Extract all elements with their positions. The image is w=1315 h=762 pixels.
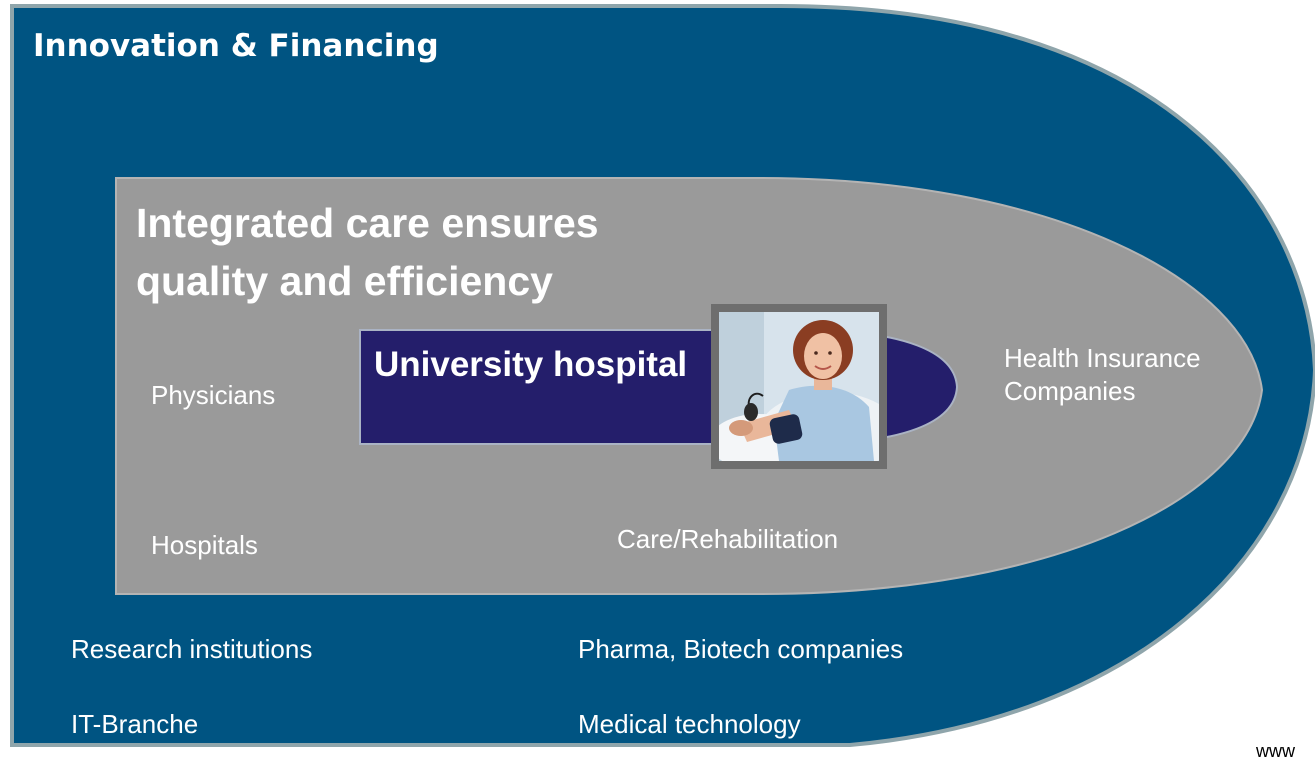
outer-item-medical-technology: Medical technology: [578, 709, 801, 739]
inner-item-health-insurance: Health Insurance Companies: [1004, 343, 1201, 406]
core-label: University hospital: [374, 345, 688, 384]
inner-item-hospitals: Hospitals: [151, 530, 258, 560]
outer-title: Innovation & Financing: [33, 28, 439, 64]
patient-blood-pressure-photo-icon: [719, 312, 879, 461]
outer-item-pharma-biotech: Pharma, Biotech companies: [578, 634, 904, 664]
inner-item-physicians: Physicians: [151, 380, 276, 410]
footer-url-fragment: www: [1256, 741, 1295, 761]
inner-title: Integrated care ensures quality and effi…: [136, 200, 599, 304]
patient-photo: [711, 304, 887, 469]
inner-item-care-rehabilitation: Care/Rehabilitation: [617, 524, 839, 554]
outer-item-research-institutions: Research institutions: [71, 634, 313, 664]
outer-item-it-branche: IT-Branche: [71, 709, 199, 739]
